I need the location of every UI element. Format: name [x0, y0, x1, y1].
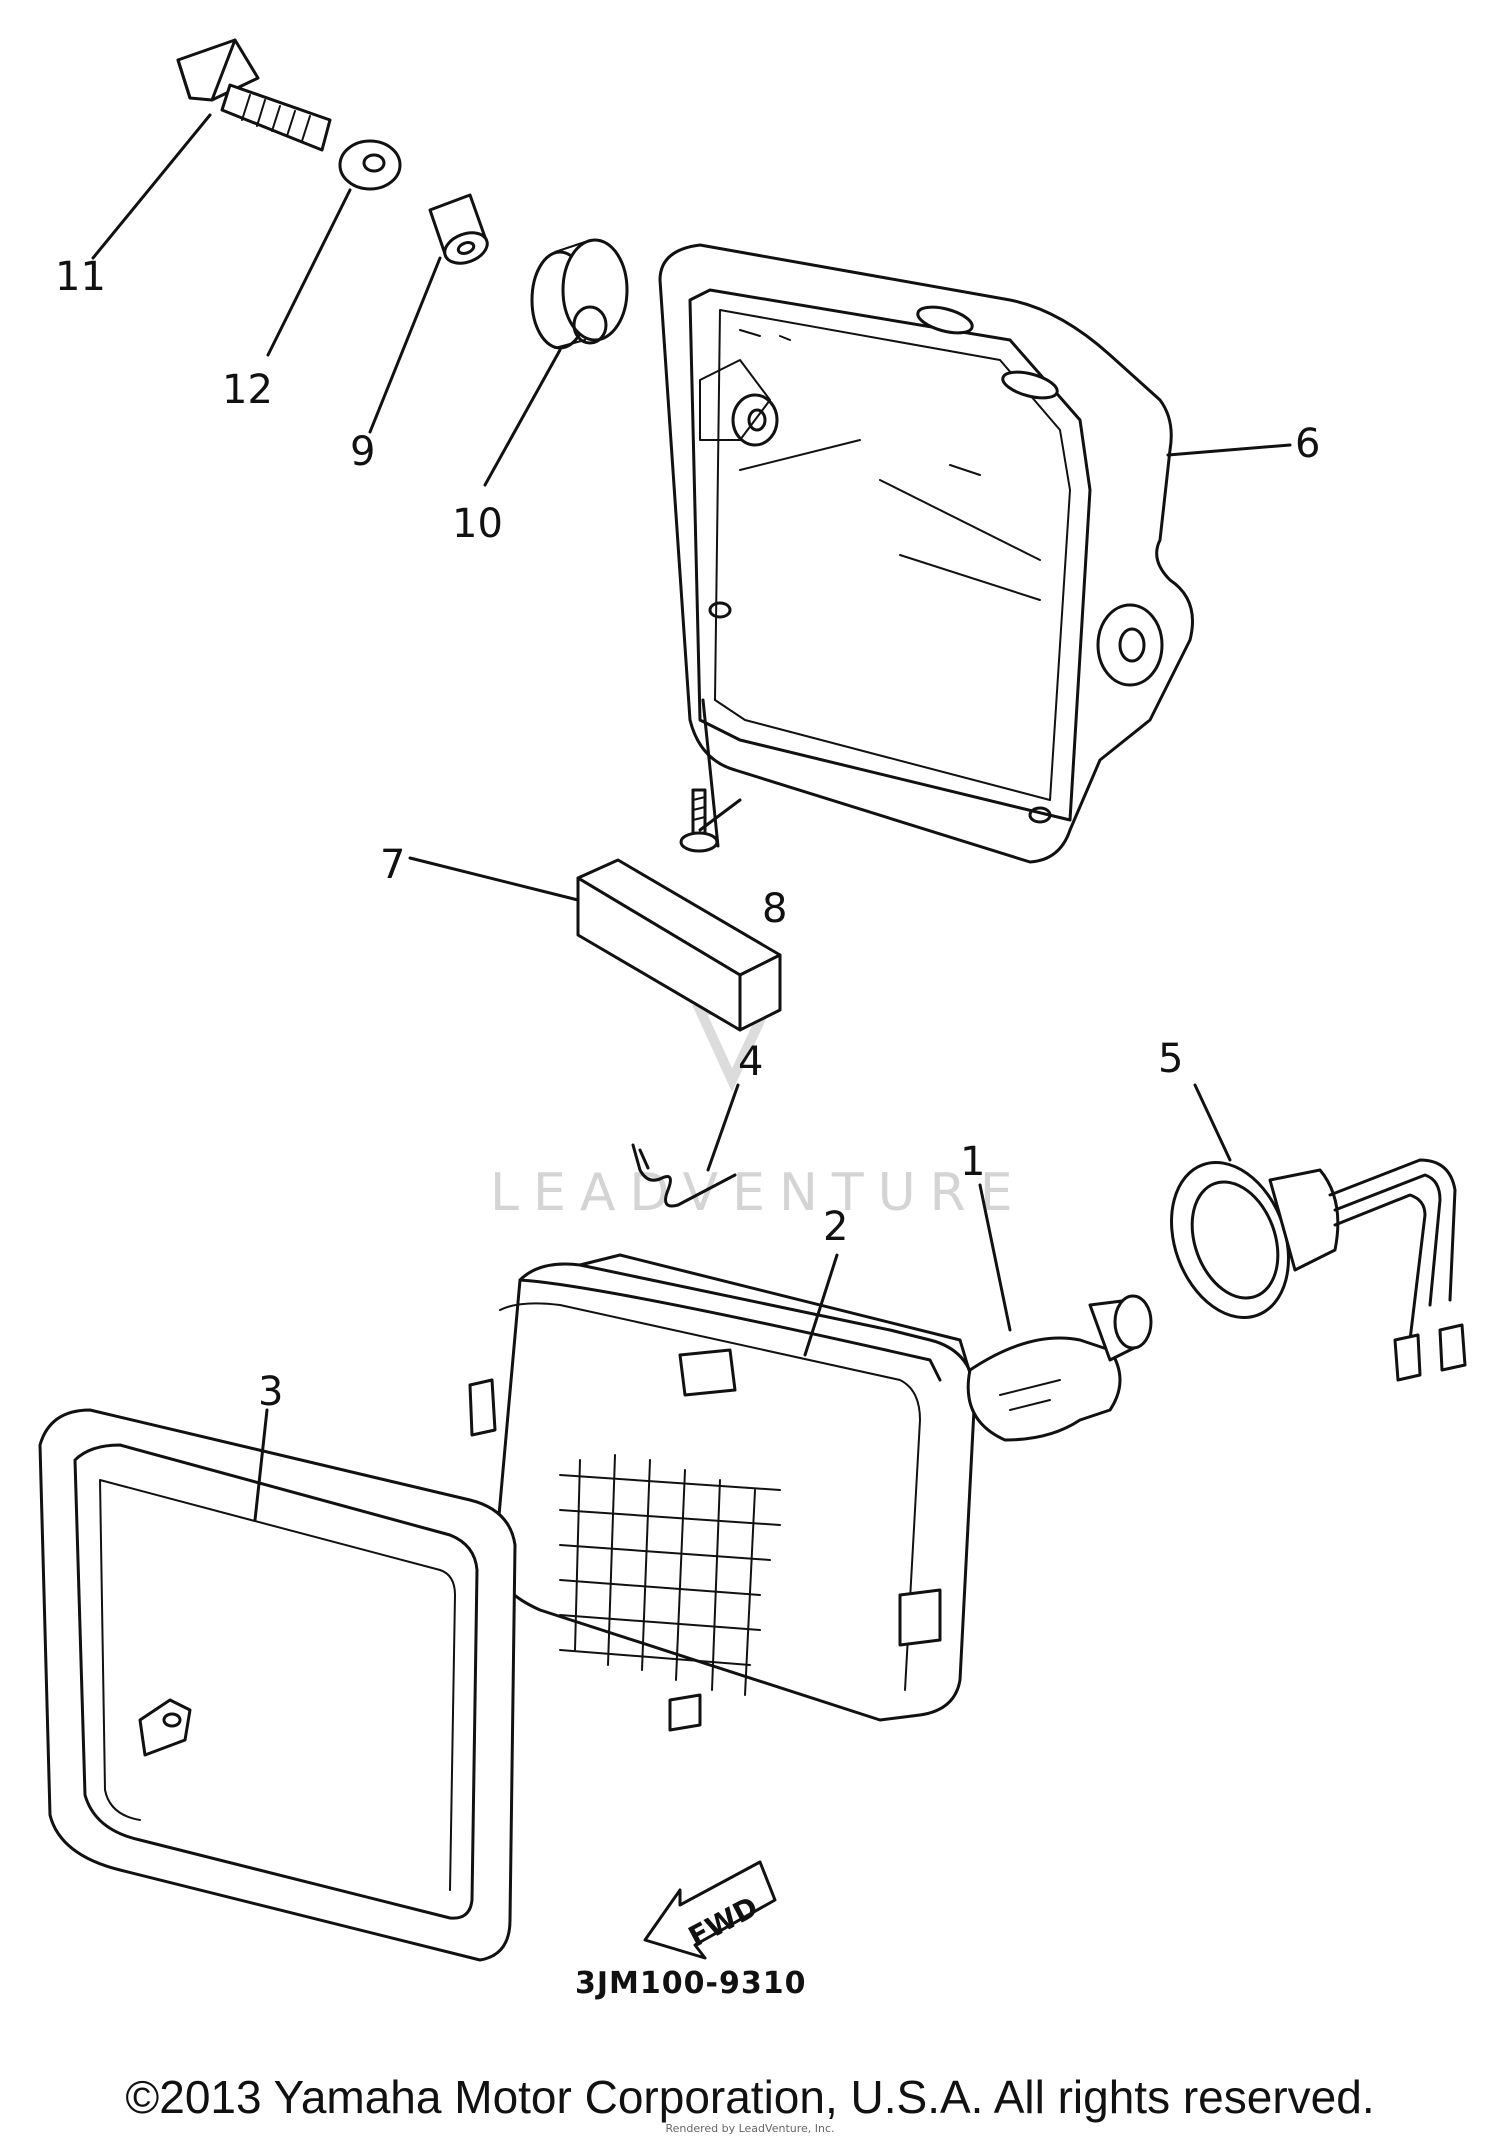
- leader-lines: [91, 113, 1292, 1522]
- callout-10: 10: [452, 501, 503, 547]
- callout-8: 8: [762, 886, 787, 932]
- bulb-part[interactable]: [966, 1294, 1153, 1442]
- part-code-label: 3JM100-9310: [575, 1966, 806, 2001]
- callout-9: 9: [350, 429, 375, 475]
- pad-part[interactable]: [576, 858, 782, 1032]
- callout-1: 1: [960, 1139, 985, 1185]
- spring-clip-part[interactable]: [631, 1143, 737, 1208]
- callout-7: 7: [380, 842, 405, 888]
- callout-11: 11: [55, 254, 106, 300]
- grommet-part[interactable]: [530, 238, 629, 350]
- forward-direction-arrow: FWD: [643, 1860, 777, 1960]
- washer-part[interactable]: [338, 139, 402, 191]
- callouts: 1 2 3 4 5 6 7 8 9 10 11 12: [55, 254, 1320, 1415]
- callout-2: 2: [823, 1204, 848, 1250]
- headlight-rim-part[interactable]: [38, 1408, 517, 1962]
- collar-part[interactable]: [428, 193, 491, 269]
- headlight-housing-part[interactable]: [658, 243, 1194, 864]
- headlight-lens-unit-part[interactable]: [468, 1253, 977, 1732]
- rendered-by-notice: Rendered by LeadVenture, Inc.: [665, 2122, 835, 2135]
- socket-harness-part[interactable]: [1151, 1146, 1467, 1382]
- callout-4: 4: [738, 1039, 763, 1085]
- callout-3: 3: [258, 1369, 283, 1415]
- callout-6: 6: [1295, 421, 1320, 467]
- callout-5: 5: [1158, 1036, 1183, 1082]
- screw-part[interactable]: [679, 788, 719, 853]
- watermark: LEADVENTURE: [490, 1005, 1027, 1223]
- callout-12: 12: [222, 367, 273, 413]
- copyright-notice: ©2013 Yamaha Motor Corporation, U.S.A. A…: [125, 2071, 1375, 2123]
- bolt-part[interactable]: [176, 38, 332, 152]
- watermark-text: LEADVENTURE: [490, 1163, 1027, 1223]
